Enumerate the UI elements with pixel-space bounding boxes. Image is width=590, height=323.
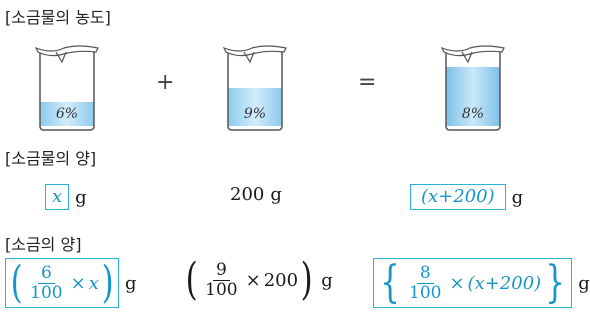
salt-expr-left-box: ( 6 100 × x )	[5, 257, 120, 308]
fraction: 6 100	[27, 263, 65, 303]
header-salt-amount: [소금의 양]	[5, 235, 82, 254]
amount-fixed: 200 g	[230, 184, 282, 205]
beaker-label: 6%	[56, 106, 78, 122]
brace-open: {	[380, 257, 400, 308]
fraction: 9 100	[202, 260, 240, 300]
equals-sign: =	[358, 70, 377, 95]
salt-expr-left: ( 6 100 × x ) g	[5, 258, 137, 308]
denominator: 100	[409, 282, 442, 303]
beaker-label: 8%	[462, 106, 484, 122]
times-sign: ×	[449, 272, 465, 294]
numerator: 8	[416, 263, 434, 284]
unit-label: g	[321, 269, 333, 291]
header-saltwater-amount: [소금물의 양]	[5, 149, 97, 168]
denominator: 100	[30, 282, 63, 303]
paren-open: (	[185, 254, 198, 305]
header-concentration: [소금물의 농도]	[5, 8, 111, 27]
brace-close: }	[545, 257, 565, 308]
denominator: 100	[205, 279, 238, 300]
expression: (x+200)	[467, 272, 542, 294]
unit-label: g	[125, 272, 137, 294]
times-sign: ×	[245, 269, 261, 291]
numerator: 9	[212, 260, 230, 281]
amount-fixed-value: 200	[230, 184, 265, 205]
variable: x	[88, 272, 99, 294]
amount-total-box: (x+200)	[410, 184, 506, 210]
amount-unknown-box: x	[45, 184, 70, 210]
plus-sign: +	[156, 70, 175, 95]
salt-expr-middle: ( 9 100 × 200 ) g	[183, 258, 333, 302]
salt-expr-middle-body: ( 9 100 × 200 )	[183, 258, 315, 302]
numerator: 6	[37, 263, 55, 284]
beaker-8-percent: 8%	[440, 45, 505, 131]
unit-label: g	[511, 186, 524, 208]
paren-open: (	[10, 257, 23, 308]
beaker-6-percent: 6%	[34, 45, 99, 131]
amount-total: (x+200) g	[410, 184, 523, 210]
water-fill	[228, 88, 282, 126]
amount-unknown: x g	[45, 184, 87, 210]
multiplier: 200	[263, 269, 299, 291]
times-sign: ×	[70, 272, 86, 294]
beaker-label: 9%	[244, 106, 266, 122]
paren-close: )	[300, 254, 313, 305]
fraction: 8 100	[406, 263, 444, 303]
water-fill	[446, 67, 500, 126]
salt-expr-right-box: { 8 100 × (x+200) }	[373, 257, 573, 308]
beaker-9-percent: 9%	[222, 45, 287, 131]
unit-label: g	[270, 184, 282, 205]
unit-label: g	[75, 186, 87, 208]
water-fill	[40, 102, 94, 126]
unit-label: g	[578, 272, 590, 294]
paren-close: )	[101, 257, 114, 308]
salt-expr-right: { 8 100 × (x+200) } g	[373, 258, 590, 308]
